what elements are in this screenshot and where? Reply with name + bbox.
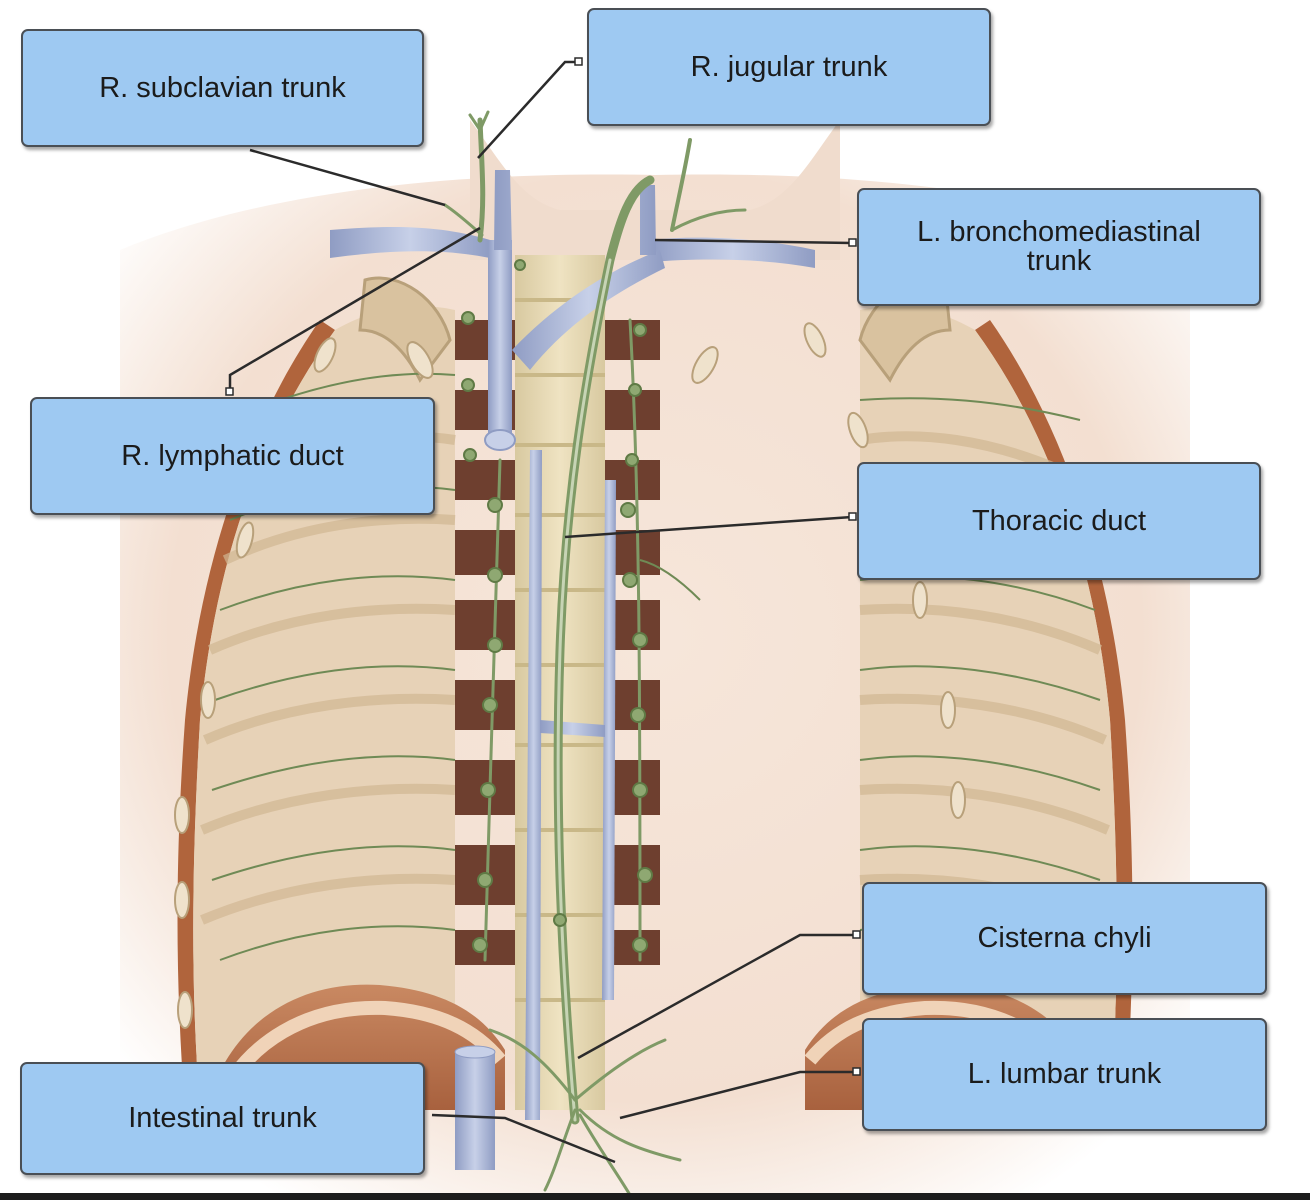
right-subclavian-vein — [330, 227, 490, 258]
label-r-lymphatic-duct-text: R. lymphatic duct — [121, 439, 344, 472]
label-thoracic-duct: Thoracic duct — [857, 462, 1261, 580]
leader-cisterna — [577, 933, 858, 1060]
label-l-lumbar-trunk: L. lumbar trunk — [862, 1018, 1267, 1131]
left-brachiocephalic-vein — [512, 250, 665, 370]
hemiazygos-vein — [602, 480, 616, 1000]
label-l-bronchomediastinal-trunk: L. bronchomediastinal trunk — [857, 188, 1261, 306]
right-lymphatic-trunk — [477, 117, 486, 243]
label-l-bronchomediastinal-trunk-text: L. bronchomediastinal trunk — [917, 216, 1201, 277]
label-r-subclavian-trunk: R. subclavian trunk — [21, 29, 424, 147]
inferior-vena-cava — [455, 1050, 495, 1170]
label-intestinal-trunk-text: Intestinal trunk — [128, 1102, 317, 1134]
superior-vena-cava — [488, 240, 512, 440]
leader-endpoints — [225, 57, 861, 1076]
leader-r-lymphatic — [228, 226, 481, 392]
label-r-jugular-trunk: R. jugular trunk — [587, 8, 991, 126]
label-cisterna-chyli: Cisterna chyli — [862, 882, 1267, 995]
bottom-border — [0, 1193, 1310, 1200]
label-r-jugular-trunk-text: R. jugular trunk — [690, 50, 888, 83]
neck — [470, 120, 840, 260]
leader-lines — [228, 60, 858, 1164]
lymph-vessels — [443, 110, 747, 1197]
leader-r-subclavian — [249, 148, 446, 207]
label-cisterna-chyli-text: Cisterna chyli — [977, 922, 1152, 954]
diaphragm-left-fold — [208, 1000, 506, 1113]
leader-r-jugular — [477, 60, 578, 159]
label-l-lumbar-trunk-text: L. lumbar trunk — [967, 1058, 1162, 1090]
lymph-nodes — [461, 259, 653, 953]
jugular-veins — [494, 170, 656, 255]
leader-l-bronchomediastinal — [654, 238, 853, 245]
left-subclavian-vein — [650, 237, 815, 268]
leader-l-lumbar — [619, 1070, 858, 1120]
label-thoracic-duct-text: Thoracic duct — [971, 504, 1147, 537]
leader-thoracic — [564, 515, 853, 539]
svc-opening — [484, 429, 516, 451]
label-r-lymphatic-duct: R. lymphatic duct — [30, 397, 435, 515]
label-r-subclavian-trunk-text: R. subclavian trunk — [99, 71, 346, 104]
label-intestinal-trunk: Intestinal trunk — [20, 1062, 425, 1175]
ribcage-edge — [177, 320, 335, 1110]
azygos-vein — [525, 450, 542, 1120]
leader-intestinal — [431, 1113, 616, 1164]
